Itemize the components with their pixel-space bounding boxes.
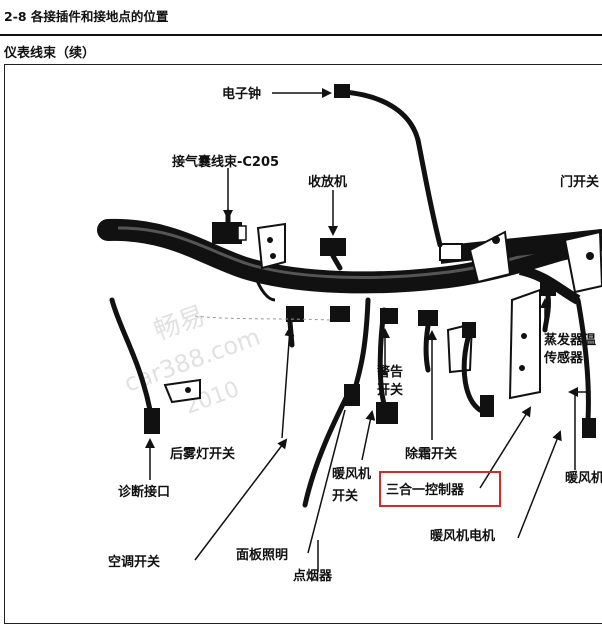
highlight-box xyxy=(379,471,501,507)
main-harness xyxy=(97,218,602,305)
label-radio: 收放机 xyxy=(308,174,347,190)
label-ac-switch: 空调开关 xyxy=(108,554,160,570)
dashed-guides xyxy=(194,315,331,321)
controller-highlight: 三合一控制器 xyxy=(379,471,501,507)
label-clock: 电子钟 xyxy=(222,86,261,102)
label-warning-1: 警告 xyxy=(377,364,403,380)
labels: 电子钟 接气囊线束-C205 收放机 门开关 蒸发器温 传感器 警告 开关 后雾… xyxy=(108,86,602,584)
label-fan-switch-1: 暖风机 xyxy=(332,466,371,482)
label-defrost-switch: 除霜开关 xyxy=(405,446,457,462)
label-door-switch: 门开关 xyxy=(560,174,599,190)
section-title: 仪表线束（续） xyxy=(4,46,96,61)
label-lighter: 点烟器 xyxy=(293,568,333,584)
label-fan-switch-2: 开关 xyxy=(332,488,358,504)
label-airbag: 接气囊线束-C205 xyxy=(172,154,279,170)
label-evap-sensor-1: 蒸发器温 xyxy=(544,332,596,348)
label-fog-switch: 后雾灯开关 xyxy=(170,446,235,462)
label-panel-light: 面板照明 xyxy=(236,547,288,563)
header-rule xyxy=(0,34,602,36)
wiring-diagram: 畅易 car388.com 2010 xyxy=(97,84,602,584)
label-controller: 三合一控制器 xyxy=(386,482,465,498)
pointer-lines xyxy=(145,88,590,572)
watermark-line1: 畅易 xyxy=(150,301,209,347)
label-evap-sensor-2: 传感器 xyxy=(543,350,584,366)
brackets xyxy=(163,222,602,404)
label-fan-motor: 暖风机电机 xyxy=(430,528,495,544)
label-fan-right: 暖风机 xyxy=(565,470,602,486)
label-warning-2: 开关 xyxy=(377,382,403,398)
page-header: 2-8 各接插件和接地点的位置 xyxy=(4,9,169,24)
label-diag-port: 诊断接口 xyxy=(118,484,170,500)
watermark: 畅易 car388.com 2010 xyxy=(120,301,263,420)
branch-wires xyxy=(109,84,596,508)
